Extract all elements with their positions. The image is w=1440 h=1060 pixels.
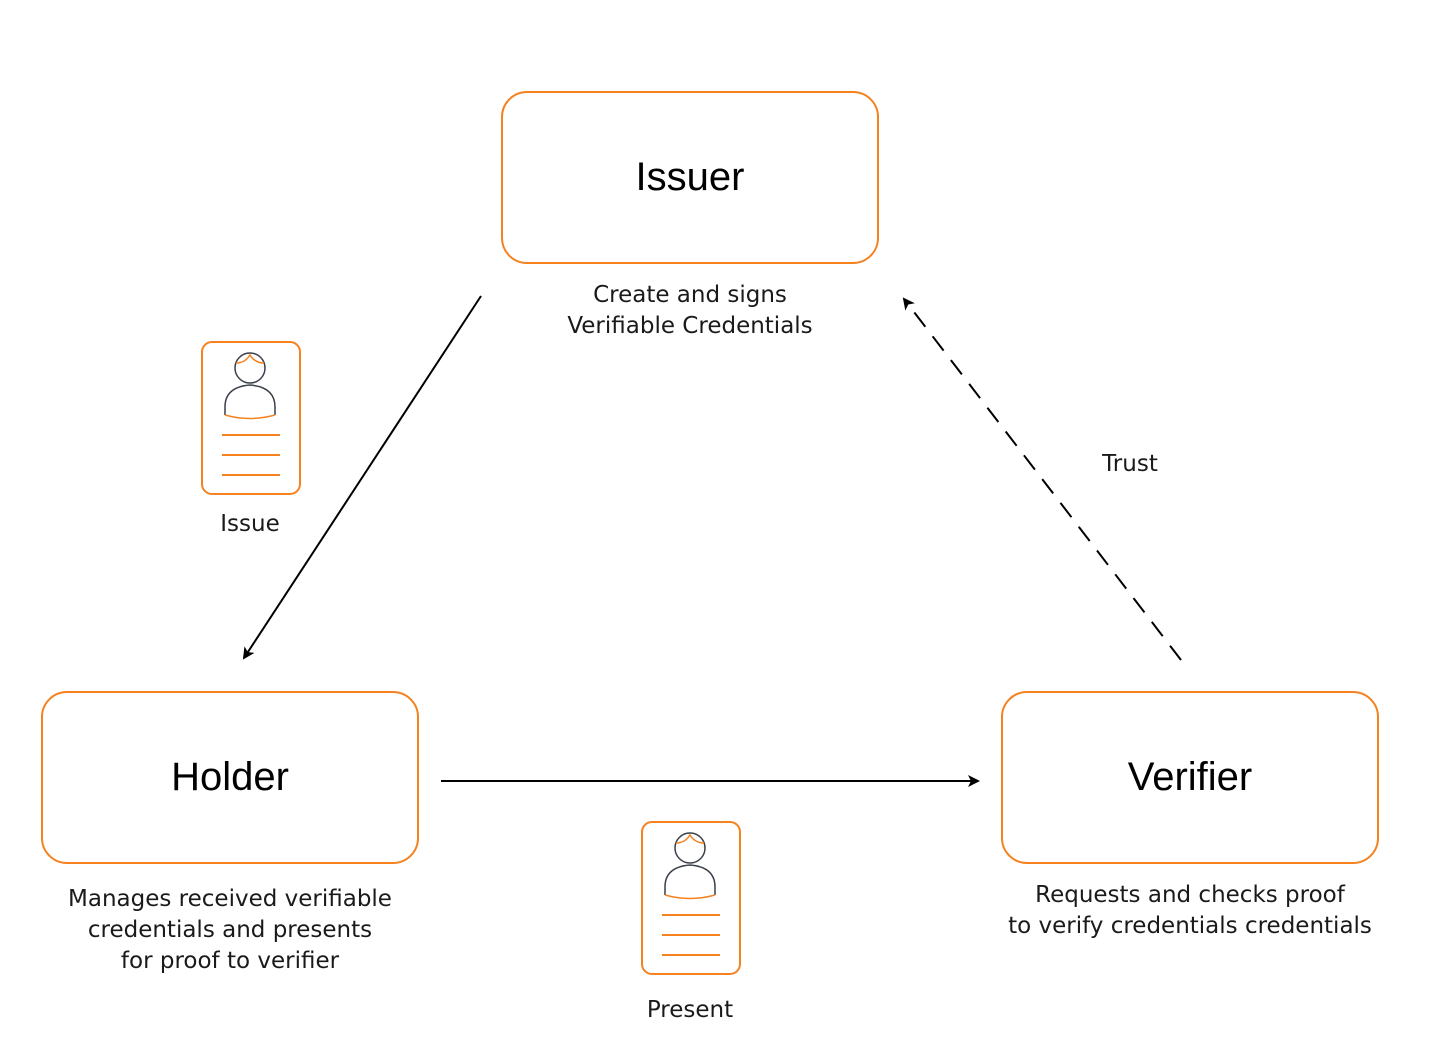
holder-node: Holder	[41, 691, 419, 864]
credential-card-icon	[201, 341, 301, 495]
holder-title: Holder	[171, 755, 289, 799]
holder-description: Manages received verifiable credentials …	[68, 886, 392, 974]
issuer-node: Issuer	[501, 91, 879, 264]
edge-issue-arrow	[242, 295, 482, 660]
edge-trust-arrow	[902, 297, 1182, 661]
credential-card-icon	[641, 821, 741, 975]
issuer-title: Issuer	[635, 155, 745, 199]
issue-label: Issue	[220, 511, 280, 537]
trust-label: Trust	[1102, 451, 1158, 477]
present-label: Present	[646, 997, 734, 1023]
verifier-title: Verifier	[1127, 755, 1253, 799]
verifier-node: Verifier	[1001, 691, 1379, 864]
issuer-description: Create and signs Verifiable Credentials	[567, 282, 813, 339]
verifier-description: Requests and checks proof to verify cred…	[1008, 882, 1372, 939]
